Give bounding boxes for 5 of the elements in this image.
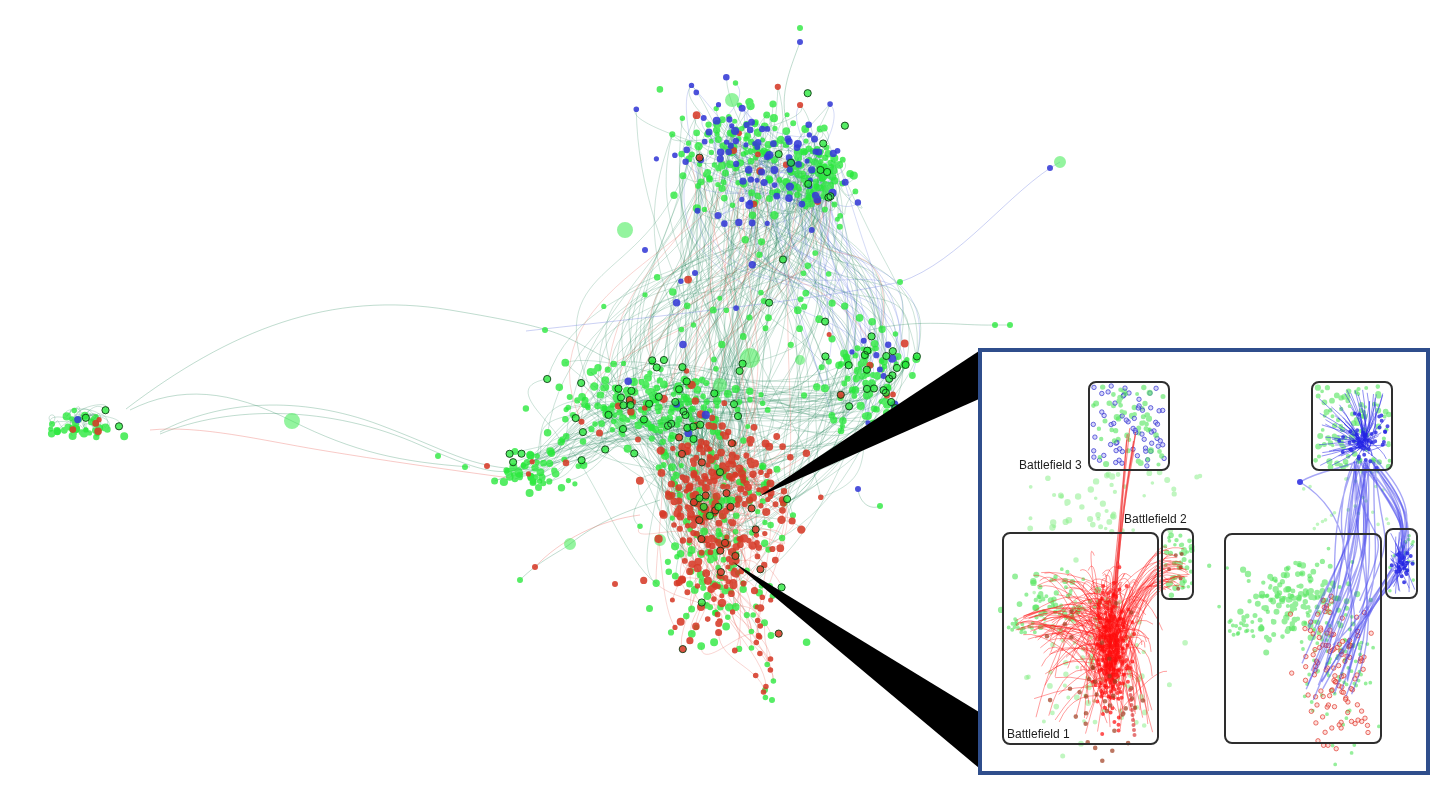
region-box	[1385, 528, 1418, 599]
inset-panel	[978, 348, 1430, 775]
region-box	[1311, 381, 1393, 471]
region-label: Battlefield 2	[1124, 512, 1187, 526]
region-box	[1224, 533, 1382, 744]
